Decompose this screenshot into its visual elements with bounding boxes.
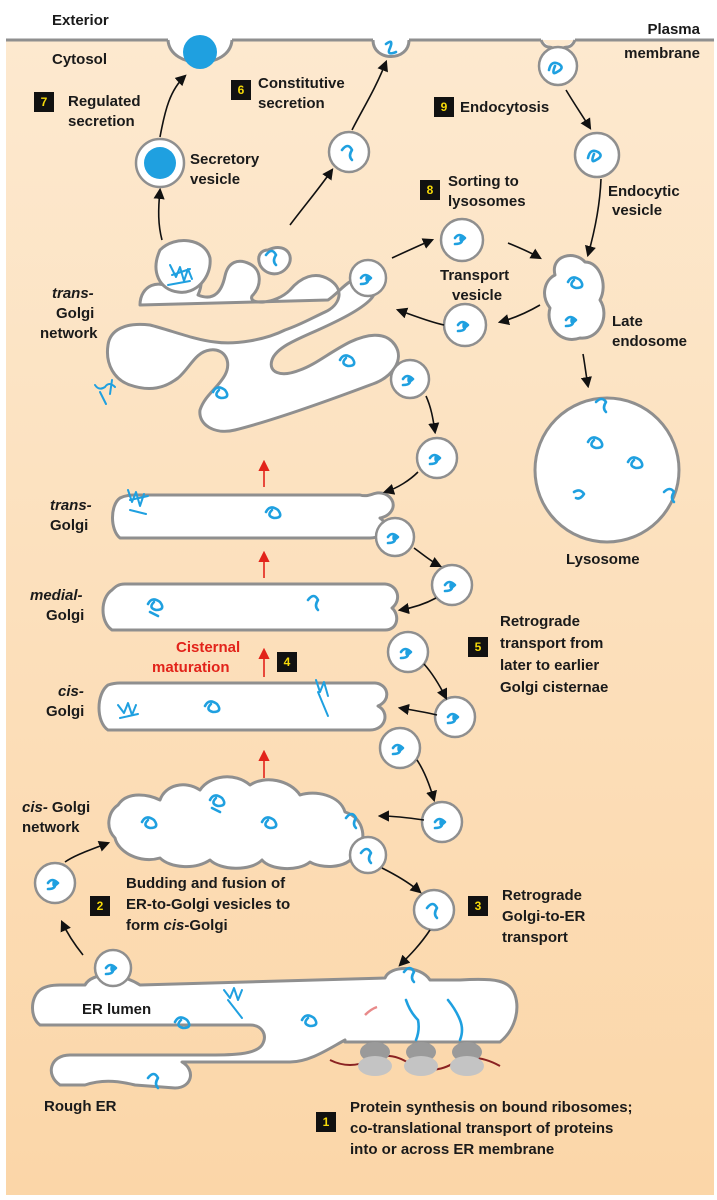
- tgn-bud-vesicle: [348, 258, 388, 298]
- step-number-7: 7: [41, 95, 48, 109]
- label-sorting-2: lysosomes: [448, 193, 526, 210]
- retro-vesicle-a: [415, 436, 459, 480]
- golgi-to-er-vesicle: [412, 888, 456, 932]
- label-cgn-2: network: [22, 819, 80, 836]
- label-budding-2: ER-to-Golgi vesicles to: [126, 896, 290, 913]
- rough-er: [31, 948, 519, 1090]
- retro-vesicle-d: [386, 630, 430, 674]
- retro-vesicle-g: [420, 800, 464, 844]
- label-trans-golgi-2: Golgi: [50, 517, 88, 534]
- label-er-lumen: ER lumen: [82, 1001, 151, 1018]
- lysosome: [533, 396, 681, 544]
- ribosomes: [329, 1042, 501, 1076]
- step-badge-8: [420, 180, 440, 200]
- label-medial-golgi-2: Golgi: [46, 607, 84, 624]
- retro-vesicle-b: [374, 516, 416, 558]
- label-cisternal-2: maturation: [152, 659, 230, 676]
- constitutive-secretion-fusion: [371, 39, 411, 58]
- label-medial-golgi-1: medial-: [30, 587, 83, 604]
- step-number-6: 6: [238, 83, 245, 97]
- constitutive-vesicle: [327, 130, 371, 174]
- label-transport-vesicle-1: Transport: [440, 267, 509, 284]
- label-synthesis-3: into or across ER membrane: [350, 1141, 554, 1158]
- label-plasma-membrane-2: membrane: [624, 45, 700, 62]
- labels: Exterior Plasma membrane Cytosol Regulat…: [22, 12, 701, 1158]
- label-endocytosis: Endocytosis: [460, 99, 549, 116]
- label-constitutive-2: secretion: [258, 95, 325, 112]
- step-number-1: 1: [323, 1115, 330, 1129]
- label-tgn-2: Golgi: [56, 305, 94, 322]
- label-trans-golgi-1: trans-: [50, 497, 92, 514]
- step-number-5: 5: [475, 640, 482, 654]
- endocytic-vesicle: [573, 131, 621, 179]
- label-retro3-1: Retrograde: [502, 887, 582, 904]
- label-budding-3: form cis-Golgi: [126, 917, 228, 934]
- step-badge-1: [316, 1112, 336, 1132]
- label-synthesis-1: Protein synthesis on bound ribosomes;: [350, 1099, 633, 1116]
- step-badge-2: [90, 896, 110, 916]
- label-retro5-4: Golgi cisternae: [500, 679, 608, 696]
- label-cis-golgi-2: Golgi: [46, 703, 84, 720]
- label-secretory-1: Secretory: [190, 151, 260, 168]
- step-badge-7: [34, 92, 54, 112]
- label-synthesis-2: co-translational transport of proteins: [350, 1120, 613, 1137]
- step-number-8: 8: [427, 183, 434, 197]
- retro-vesicle-f: [378, 726, 422, 770]
- cis-golgi-cisterna: [97, 679, 389, 732]
- medial-golgi-cisterna: [101, 582, 400, 632]
- label-retro3-3: transport: [502, 929, 568, 946]
- label-cis-golgi-1: cis-: [58, 683, 84, 700]
- label-retro5-3: later to earlier: [500, 657, 599, 674]
- label-tgn-1: trans-: [52, 285, 94, 302]
- label-exterior: Exterior: [52, 12, 109, 29]
- late-endosome: [543, 254, 606, 341]
- label-endocytic-2: vesicle: [612, 202, 662, 219]
- trans-golgi-network: [94, 239, 400, 433]
- label-retro5-2: transport from: [500, 635, 603, 652]
- transport-vesicle-return: [442, 302, 488, 348]
- label-late-endosome-2: endosome: [612, 333, 687, 350]
- label-cytosol: Cytosol: [52, 51, 107, 68]
- step-number-2: 2: [97, 899, 104, 913]
- step-badge-4: [277, 652, 297, 672]
- retro-vesicle-e: [433, 695, 477, 739]
- label-cgn-1: cis-Golgi: [22, 799, 90, 816]
- label-transport-vesicle-2: vesicle: [452, 287, 502, 304]
- retro-vesicle-c: [430, 563, 474, 607]
- trans-golgi-cisterna: [111, 489, 395, 540]
- label-tgn-3: network: [40, 325, 98, 342]
- label-budding-1: Budding and fusion of: [126, 875, 286, 892]
- step-badges: 7 6 9 8 5 4 2 3 1: [34, 80, 488, 1132]
- label-sorting-1: Sorting to: [448, 173, 519, 190]
- step-badge-5: [468, 637, 488, 657]
- sorting-vesicle: [439, 217, 485, 263]
- er-to-golgi-vesicle: [33, 861, 77, 905]
- secretory-vesicle: [134, 137, 186, 189]
- step-badge-6: [231, 80, 251, 100]
- label-lysosome: Lysosome: [566, 551, 640, 568]
- flow-arrows: [60, 59, 602, 967]
- label-retro5-1: Retrograde: [500, 613, 580, 630]
- regulated-secretion-fusion: [166, 35, 234, 69]
- label-plasma-membrane-1: Plasma: [647, 21, 700, 38]
- tgn-retro-vesicle: [389, 358, 431, 400]
- label-retro3-2: Golgi-to-ER: [502, 908, 585, 925]
- step-badge-9: [434, 97, 454, 117]
- step-number-3: 3: [475, 899, 482, 913]
- label-rough-er: Rough ER: [44, 1098, 117, 1115]
- label-late-endosome-1: Late: [612, 313, 643, 330]
- label-endocytic-1: Endocytic: [608, 183, 680, 200]
- step-number-9: 9: [441, 100, 448, 114]
- label-regulated-2: secretion: [68, 113, 135, 130]
- cgn-bud-vesicle: [348, 835, 388, 875]
- step-number-4: 4: [284, 655, 291, 669]
- label-regulated-1: Regulated: [68, 93, 141, 110]
- step-badge-3: [468, 896, 488, 916]
- endocytosis-pit: [537, 39, 579, 87]
- label-secretory-2: vesicle: [190, 171, 240, 188]
- label-cisternal-1: Cisternal: [176, 639, 240, 656]
- label-constitutive-1: Constitutive: [258, 75, 345, 92]
